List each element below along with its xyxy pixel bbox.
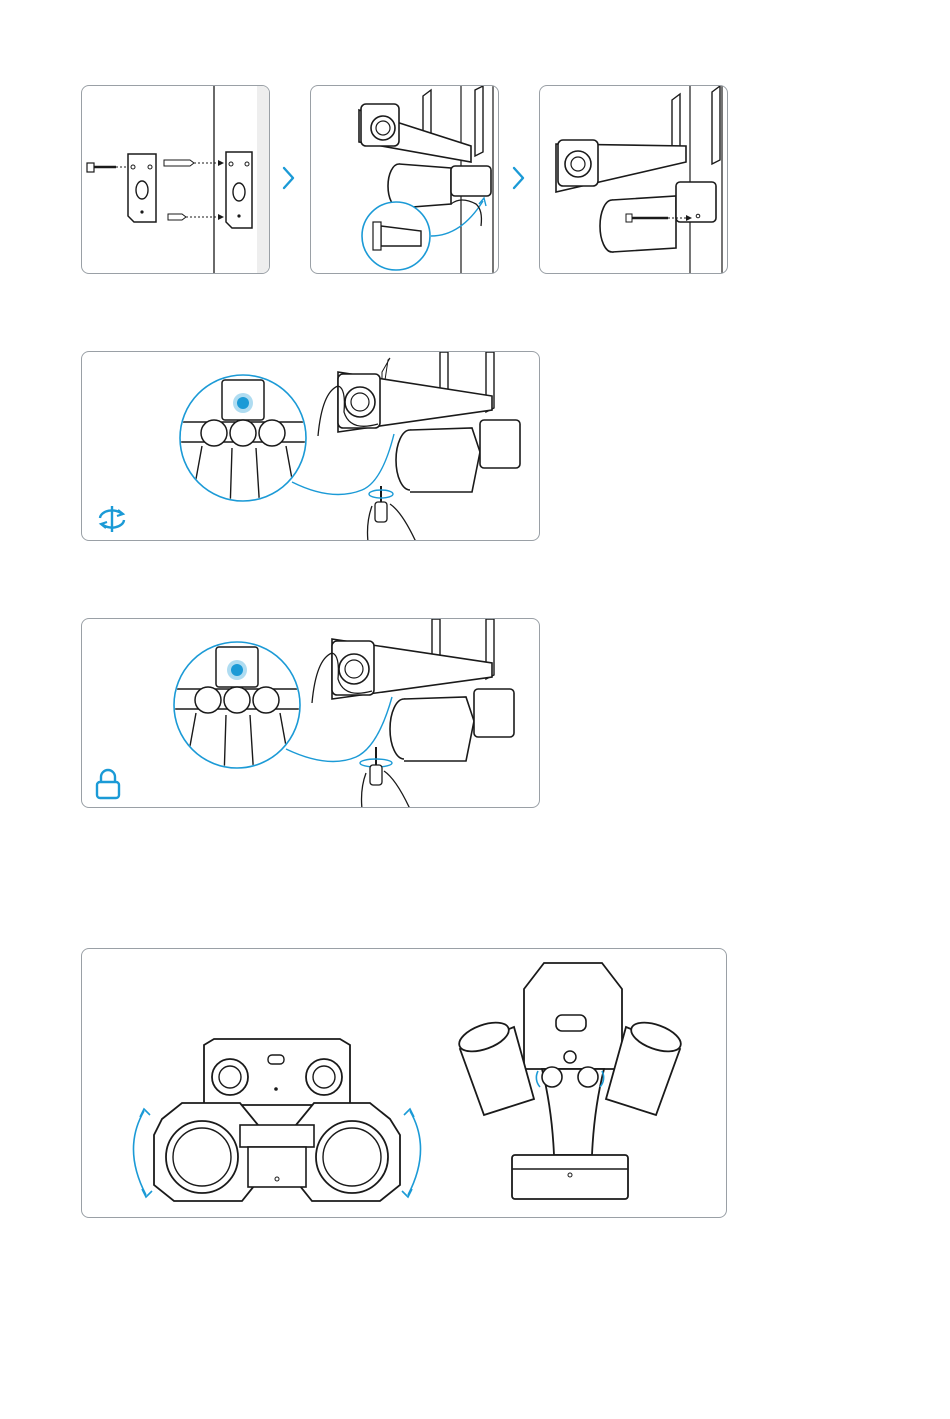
rotate-illustration <box>82 949 727 1218</box>
padlock-icon <box>97 770 119 798</box>
rotate-panel <box>81 948 727 1218</box>
rotate-arrows-icon <box>100 506 124 532</box>
chevron-right-icon <box>282 166 296 190</box>
mount-panel-secure <box>539 85 728 274</box>
curved-arrow-icon <box>408 1111 421 1195</box>
bracket-screw-illustration <box>82 86 270 274</box>
curved-arrow-icon <box>133 1111 146 1195</box>
adjust-panel <box>81 351 540 541</box>
screw-icon <box>87 163 116 172</box>
rear-view <box>455 963 684 1199</box>
chevron-right-icon <box>512 166 526 190</box>
front-view <box>133 1039 420 1201</box>
mount-panel-bracket <box>81 85 270 274</box>
rotate-knob-icon <box>536 1071 540 1087</box>
attach-camera-illustration <box>311 86 499 274</box>
lock-illustration <box>82 619 540 808</box>
secure-screw-illustration <box>540 86 728 274</box>
adjust-illustration <box>82 352 540 541</box>
mount-panel-attach <box>310 85 499 274</box>
lock-panel <box>81 618 540 808</box>
